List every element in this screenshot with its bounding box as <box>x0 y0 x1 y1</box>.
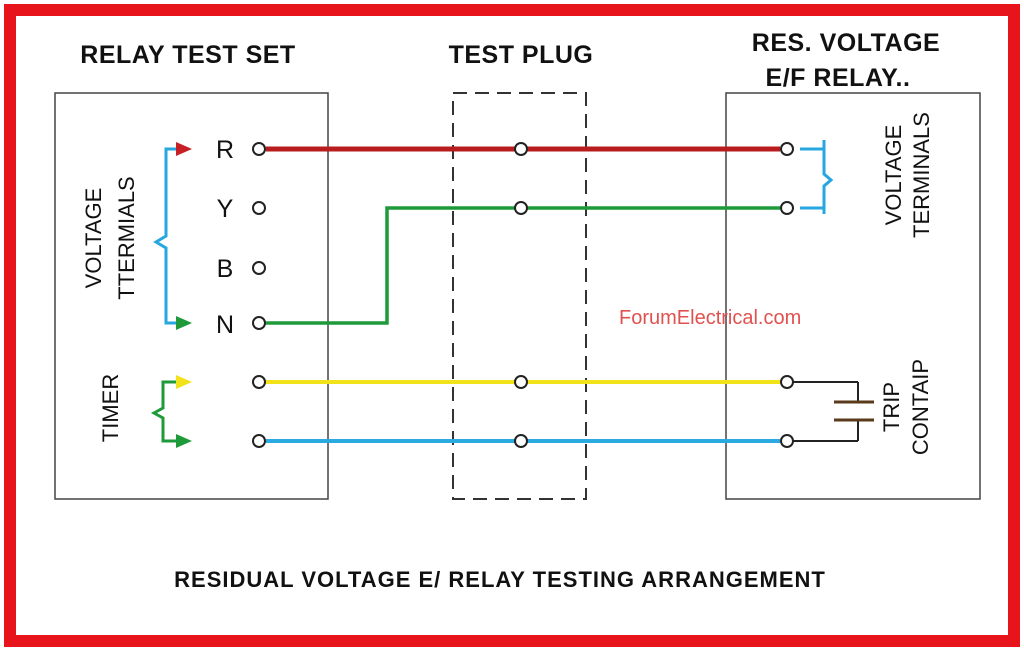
terminal-circle-y <box>252 201 266 215</box>
header-relay-line1: RES. VOLTAGE <box>752 29 940 57</box>
header-test-plug: TEST PLUG <box>449 41 594 69</box>
watermark: ForumElectrical.com <box>619 307 801 329</box>
terminal-circle-timer-2 <box>252 434 266 448</box>
terminal-circle-r <box>252 142 266 156</box>
trip-label-line2: CONTAIP <box>908 359 933 455</box>
header-mask <box>750 90 950 100</box>
relay-box <box>725 92 981 500</box>
outer-frame <box>4 4 1020 647</box>
plug-circle-timer-1 <box>514 375 528 389</box>
footer-caption: RESIDUAL VOLTAGE E/ RELAY TESTING ARRANG… <box>174 567 826 592</box>
relay-voltage-label-line1: VOLTAGE <box>881 125 906 226</box>
relay-voltage-label-line2: TERMINALS <box>909 112 934 238</box>
plug-circle-timer-2 <box>514 434 528 448</box>
plug-circle-n <box>514 201 528 215</box>
terminal-circle-timer-1 <box>252 375 266 389</box>
trip-contact-plates <box>834 400 874 422</box>
timer-brace <box>150 380 176 443</box>
relay-test-set-box <box>54 92 329 500</box>
trip-label-line1: TRIP <box>879 382 904 432</box>
relay-circle-3 <box>780 375 794 389</box>
relay-circle-1 <box>780 142 794 156</box>
voltage-label-line2: TTERMIALS <box>114 176 139 299</box>
relay-circle-2 <box>780 201 794 215</box>
trip-contact-leads <box>793 381 859 442</box>
arrow-timer-2-icon <box>176 434 192 448</box>
arrow-timer-1-icon <box>176 375 192 389</box>
terminal-label-b: B <box>217 255 234 283</box>
terminal-circle-b <box>252 261 266 275</box>
plug-circle-r <box>514 142 528 156</box>
relay-voltage-brace <box>800 140 834 214</box>
neutral-wire <box>266 206 780 325</box>
voltage-label-line1: VOLTAGE <box>81 188 106 289</box>
terminal-label-r: R <box>216 136 234 164</box>
test-plug-box <box>452 92 587 500</box>
header-relay-test-set: RELAY TEST SET <box>80 41 295 69</box>
terminal-label-y: Y <box>217 195 234 223</box>
arrow-r-icon <box>176 142 192 156</box>
terminal-circle-n <box>252 316 266 330</box>
timer-label: TIMER <box>98 374 123 442</box>
relay-circle-4 <box>780 434 794 448</box>
voltage-brace <box>153 147 176 325</box>
terminal-label-n: N <box>216 311 234 339</box>
header-relay-line2: E/F RELAY.. <box>766 64 911 92</box>
arrow-n-icon <box>176 316 192 330</box>
